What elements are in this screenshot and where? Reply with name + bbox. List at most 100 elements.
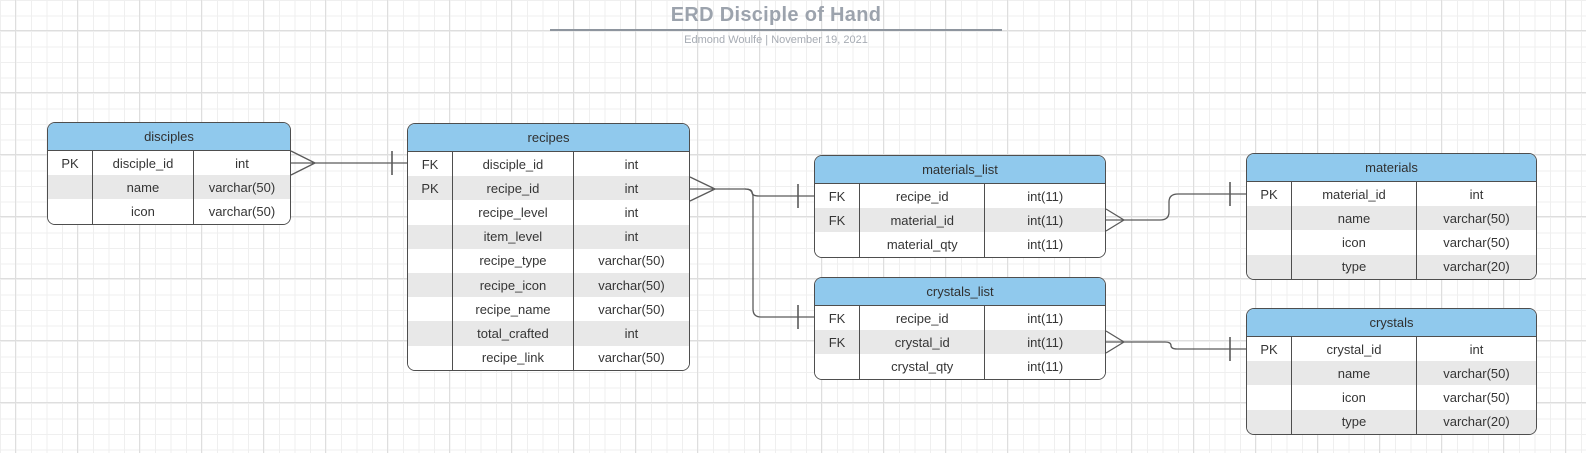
diagram-title: ERD Disciple of Hand bbox=[670, 4, 882, 26]
column-type-cell: int(11) bbox=[1027, 236, 1064, 252]
relationship-line bbox=[1124, 341, 1246, 350]
column-name-cell: disciple_id bbox=[453, 152, 574, 177]
column-type-cell: int bbox=[624, 180, 639, 196]
column-type-cell: int(11) bbox=[1027, 212, 1064, 228]
column-name-cell: name bbox=[1292, 206, 1417, 231]
column-row-material_qty: material_qty int(11) bbox=[815, 232, 1105, 257]
column-type-cell: int(11) bbox=[1027, 310, 1064, 326]
column-name-cell: material_qty bbox=[860, 232, 986, 257]
column-name-cell: item_level bbox=[453, 224, 574, 249]
column-type-cell: varchar(50) bbox=[1443, 234, 1510, 250]
column-name-cell: crystal_qty bbox=[860, 354, 986, 379]
diagram-title-block: ERD Disciple of Hand Edmond Woulfe | Nov… bbox=[476, 3, 1076, 47]
entity-title-materials: materials bbox=[1247, 154, 1536, 182]
column-type-cell: varchar(20) bbox=[1443, 414, 1510, 430]
column-type-cell: int bbox=[235, 155, 249, 171]
column-row-type: type varchar(20) bbox=[1247, 409, 1536, 434]
column-type-cell: varchar(50) bbox=[598, 277, 665, 293]
column-name-cell: recipe_type bbox=[453, 248, 574, 273]
key-cell: PK bbox=[48, 151, 93, 176]
column-name-cell: disciple_id bbox=[93, 151, 194, 176]
column-name-cell: recipe_name bbox=[453, 297, 574, 322]
key-cell bbox=[1247, 230, 1292, 255]
key-cell bbox=[408, 200, 453, 225]
relationship-crystals_list-crystals[interactable] bbox=[1105, 330, 1246, 361]
relationship-line bbox=[1124, 193, 1246, 221]
column-name-cell: type bbox=[1292, 254, 1417, 279]
relationship-line bbox=[744, 188, 814, 318]
key-cell: FK bbox=[815, 208, 860, 233]
key-cell bbox=[408, 272, 453, 298]
column-name-cell: icon bbox=[1292, 385, 1417, 410]
column-row-name: name varchar(50) bbox=[48, 175, 290, 200]
column-name-cell: recipe_link bbox=[453, 345, 574, 370]
key-cell bbox=[408, 345, 453, 370]
key-cell: PK bbox=[408, 176, 453, 201]
column-type-cell: int(11) bbox=[1027, 358, 1064, 374]
column-name-cell: type bbox=[1292, 409, 1417, 434]
key-cell bbox=[48, 175, 93, 200]
entity-title-materials_list: materials_list bbox=[815, 156, 1105, 184]
key-cell bbox=[408, 248, 453, 273]
key-cell bbox=[1247, 385, 1292, 410]
relationship-materials_list-materials[interactable] bbox=[1105, 182, 1246, 232]
column-type-cell: varchar(50) bbox=[1443, 365, 1510, 381]
title-underline bbox=[550, 29, 1002, 31]
entity-title-disciples: disciples bbox=[48, 123, 290, 151]
column-name-cell: name bbox=[1292, 361, 1417, 386]
column-name-cell: crystal_id bbox=[1292, 337, 1417, 362]
column-type-cell: varchar(50) bbox=[598, 350, 665, 366]
column-name-cell: recipe_icon bbox=[453, 272, 574, 298]
column-type-cell: int(11) bbox=[1027, 334, 1064, 350]
column-name-cell: recipe_id bbox=[860, 306, 986, 331]
column-name-cell: material_id bbox=[860, 208, 986, 233]
key-cell bbox=[815, 232, 860, 257]
column-name-cell: recipe_id bbox=[453, 176, 574, 201]
key-cell: PK bbox=[1247, 337, 1292, 362]
column-type-cell: varchar(20) bbox=[1443, 259, 1510, 275]
crow-foot-many-icon bbox=[1105, 208, 1125, 232]
key-cell bbox=[1247, 361, 1292, 386]
relationship-recipes-crystals_list[interactable] bbox=[744, 188, 814, 329]
column-name-cell: crystal_id bbox=[860, 330, 986, 355]
column-name-cell: name bbox=[93, 175, 194, 200]
column-row-recipe_link: recipe_link varchar(50) bbox=[408, 345, 689, 370]
column-row-crystal_qty: crystal_qty int(11) bbox=[815, 354, 1105, 379]
key-cell: FK bbox=[815, 306, 860, 331]
entity-title-crystals: crystals bbox=[1247, 309, 1536, 337]
key-cell bbox=[1247, 254, 1292, 279]
column-type-cell: varchar(50) bbox=[208, 179, 276, 195]
crow-foot-many-icon bbox=[290, 150, 316, 176]
key-cell bbox=[408, 321, 453, 346]
column-type-cell: int bbox=[624, 325, 639, 341]
key-cell bbox=[1247, 206, 1292, 231]
key-cell bbox=[408, 297, 453, 322]
relationship-line bbox=[715, 188, 814, 197]
key-cell bbox=[48, 199, 93, 224]
relationship-disciples-recipes[interactable] bbox=[290, 150, 407, 176]
column-type-cell: int bbox=[624, 156, 639, 172]
crow-foot-many-icon bbox=[689, 176, 716, 202]
key-cell bbox=[1247, 409, 1292, 434]
